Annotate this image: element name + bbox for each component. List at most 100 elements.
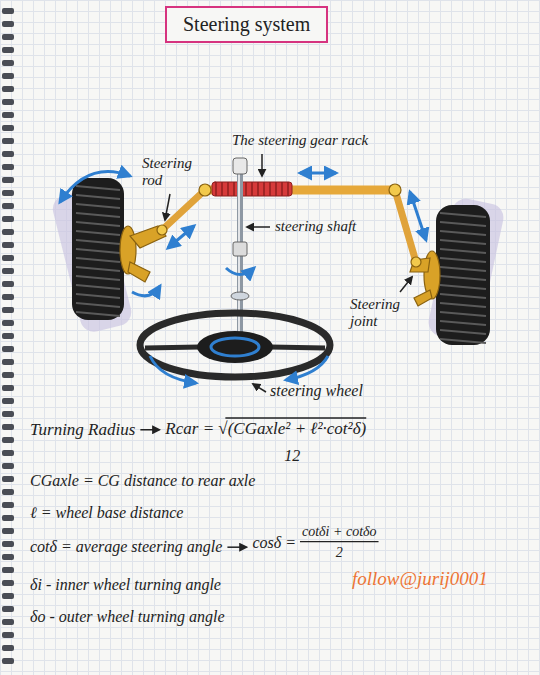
binding-ring <box>2 125 14 131</box>
rack-tooth <box>269 182 271 196</box>
definition: cotδ = average steering angle <box>30 538 222 556</box>
fraction-numerator: cotδi + cotδo <box>302 524 377 540</box>
binding-ring <box>2 463 14 469</box>
tread-line <box>440 222 486 226</box>
wheel-rim <box>140 313 330 377</box>
ball-joint <box>199 184 211 196</box>
binding-ring <box>2 632 14 638</box>
gear-rack <box>212 182 292 196</box>
leader-line <box>253 384 266 392</box>
tread-line <box>76 258 120 262</box>
motion-arrow <box>168 226 194 248</box>
tread-line <box>440 249 486 253</box>
tie-rod <box>162 182 416 262</box>
tread-line <box>76 285 120 289</box>
binding-ring <box>2 177 14 183</box>
binding-ring <box>2 450 14 456</box>
leader-line <box>165 154 412 392</box>
leader-line <box>400 277 412 292</box>
leader-line <box>247 226 270 228</box>
tread-line <box>76 195 120 199</box>
formula-denominator: 12 <box>284 447 300 465</box>
binding-ring <box>2 411 14 417</box>
label-slot: steering wheel <box>270 382 363 400</box>
tread-line <box>440 285 486 289</box>
tread-line <box>440 213 486 217</box>
tread-line <box>76 294 120 298</box>
knuckle-arm <box>130 226 166 248</box>
fraction-denominator: 2 <box>336 545 343 561</box>
binding-ring <box>2 372 14 378</box>
title-box: Steering system <box>165 6 328 43</box>
fraction-bar <box>300 541 379 542</box>
tread-line <box>440 312 486 316</box>
motion-arrow <box>226 268 254 275</box>
rack-tooth <box>257 182 259 196</box>
binding-ring <box>2 606 14 612</box>
tread-line <box>440 303 486 307</box>
steering-column <box>231 158 249 334</box>
binding-ring <box>2 385 14 391</box>
tread-line <box>440 294 486 298</box>
hub-ring <box>211 338 259 356</box>
binding-ring <box>2 268 14 274</box>
binding-ring <box>2 346 14 352</box>
wheel-spoke <box>145 347 200 348</box>
tread-line <box>76 231 120 235</box>
tread-line <box>440 231 486 235</box>
binding-ring <box>2 645 14 651</box>
part-label: Steering rod <box>142 155 202 190</box>
label-slot: cosδ = <box>252 534 296 552</box>
rack-tooth <box>281 182 283 196</box>
knuckle-arm <box>414 290 432 306</box>
label-slot: steering shaft <box>275 218 356 235</box>
label-slot: CGaxle = CG distance to rear axle <box>30 472 255 490</box>
label-slot: δo - outer wheel turning angle <box>30 608 225 626</box>
ball-joint <box>157 184 421 267</box>
label-slot: follow@jurij0001 <box>352 568 488 590</box>
binding-ring <box>2 73 14 79</box>
shaft-collar <box>231 292 249 300</box>
part-label: The steering gear rack <box>232 132 368 149</box>
tread-line <box>76 303 120 307</box>
definition: δo - outer wheel turning angle <box>30 608 225 626</box>
leader-line <box>165 194 170 220</box>
binding-ring <box>2 528 14 534</box>
binding-ring <box>2 60 14 66</box>
tire <box>72 178 124 320</box>
rack-tooth <box>245 182 247 196</box>
binding-ring <box>2 658 14 664</box>
formula-arrow <box>227 546 246 548</box>
tread-line <box>440 276 486 280</box>
label-slot: cotδi + cotδo <box>302 524 377 540</box>
binding-ring <box>2 229 14 235</box>
formula: cosδ = <box>252 534 296 552</box>
binding-ring <box>2 151 14 157</box>
binding-ring <box>2 21 14 27</box>
formula-arrow <box>140 429 159 431</box>
leader-line <box>261 154 263 176</box>
motion-arrow <box>300 172 336 175</box>
binding-ring <box>2 489 14 495</box>
binding-ring <box>2 216 14 222</box>
tread-line <box>76 276 120 280</box>
label-slot: δi - inner wheel turning angle <box>30 576 221 594</box>
motion-arrow <box>410 192 426 240</box>
binding-ring <box>2 294 14 300</box>
steering-wheel <box>140 313 330 377</box>
label-slot: 12 <box>284 447 300 465</box>
binding-ring <box>2 333 14 339</box>
radical-bar <box>225 417 366 418</box>
binding-ring <box>2 398 14 404</box>
tire <box>436 205 490 345</box>
ball-joint <box>157 225 167 235</box>
tread-line <box>440 339 486 343</box>
tread-line <box>76 312 120 316</box>
binding-ring <box>2 554 14 560</box>
binding-ring <box>2 567 14 573</box>
binding-ring <box>2 424 14 430</box>
binding-ring <box>2 580 14 586</box>
binding-ring <box>2 541 14 547</box>
tread-line <box>76 240 120 244</box>
universal-joint <box>233 242 247 256</box>
